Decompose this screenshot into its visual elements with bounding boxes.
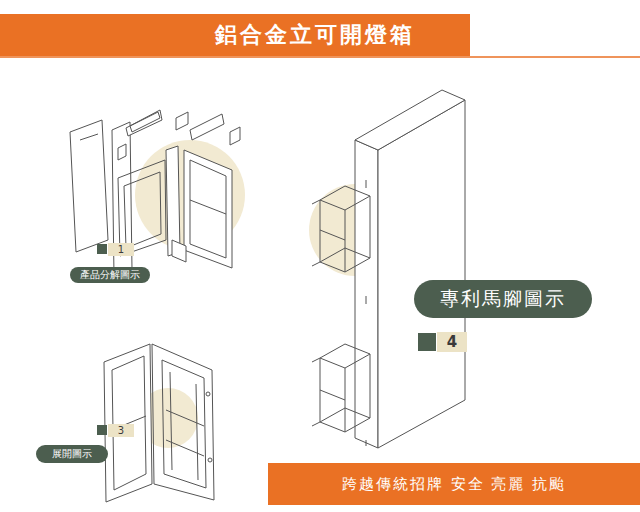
callout-number: 3 xyxy=(108,424,134,437)
caption-pill: 展開圖示 xyxy=(36,445,108,463)
callout-square xyxy=(97,244,107,254)
slogan-text: 跨越傳統招牌 安全 亮麗 抗颱 xyxy=(342,475,566,494)
caption-text: 展開圖示 xyxy=(52,447,92,461)
callout-number: 4 xyxy=(437,332,467,352)
wall-mount xyxy=(312,90,465,448)
open-view xyxy=(104,344,214,502)
title-text: 鋁合金立可開燈箱 xyxy=(215,20,415,50)
callout-square xyxy=(97,425,107,435)
header-rule xyxy=(0,56,640,58)
exploded-view xyxy=(70,110,240,276)
callout-square xyxy=(418,333,436,351)
caption-text: 產品分解圖示 xyxy=(80,268,140,282)
caption-text: 專利馬腳圖示 xyxy=(440,286,566,312)
caption-pill: 產品分解圖示 xyxy=(70,267,150,283)
title-band: 鋁合金立可開燈箱 xyxy=(0,14,470,56)
slogan-band: 跨越傳統招牌 安全 亮麗 抗颱 xyxy=(268,463,640,505)
caption-pill: 專利馬腳圖示 xyxy=(414,280,592,318)
callout-number: 1 xyxy=(108,243,134,256)
